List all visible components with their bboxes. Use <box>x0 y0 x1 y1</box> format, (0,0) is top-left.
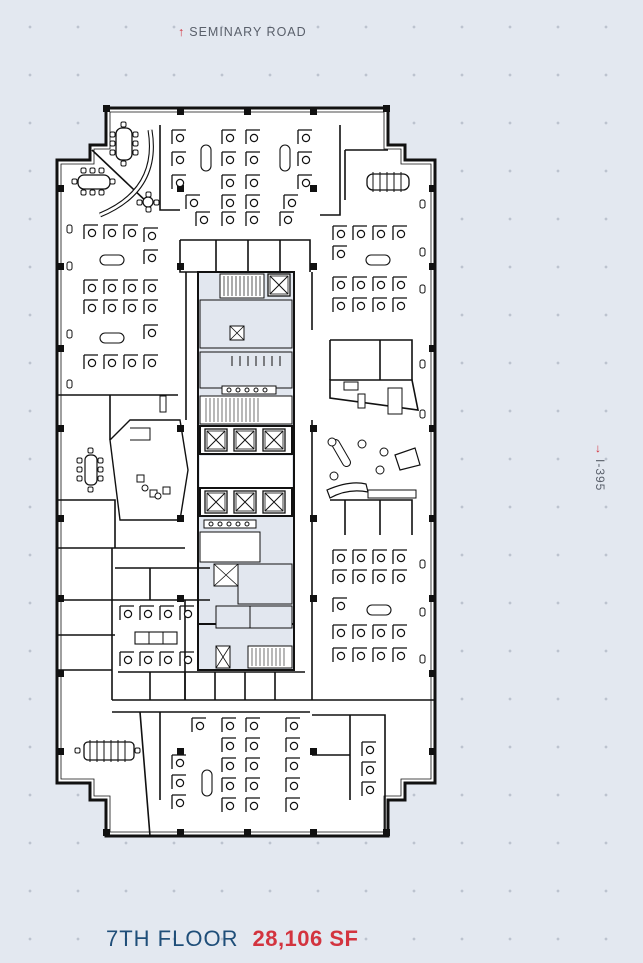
conference-northeast <box>366 172 410 192</box>
interior-walls <box>57 125 435 837</box>
conference-west <box>76 447 104 493</box>
window-sills <box>66 199 426 664</box>
workstations <box>83 129 408 813</box>
lounge-east <box>326 381 421 499</box>
floor-name: 7TH FLOOR <box>106 926 239 951</box>
north-road-text: SEMINARY ROAD <box>189 25 307 39</box>
north-arrow-icon: ↑ <box>178 25 186 39</box>
floor-title: 7TH FLOOR 28,106 SF <box>106 926 358 952</box>
conference-southwest <box>74 740 141 762</box>
north-road-label: ↑SEMINARY ROAD <box>178 25 307 39</box>
reception-west <box>109 419 189 521</box>
conference-northwest <box>71 121 160 218</box>
floor-area: 28,106 SF <box>252 926 359 951</box>
building-core <box>197 271 295 671</box>
